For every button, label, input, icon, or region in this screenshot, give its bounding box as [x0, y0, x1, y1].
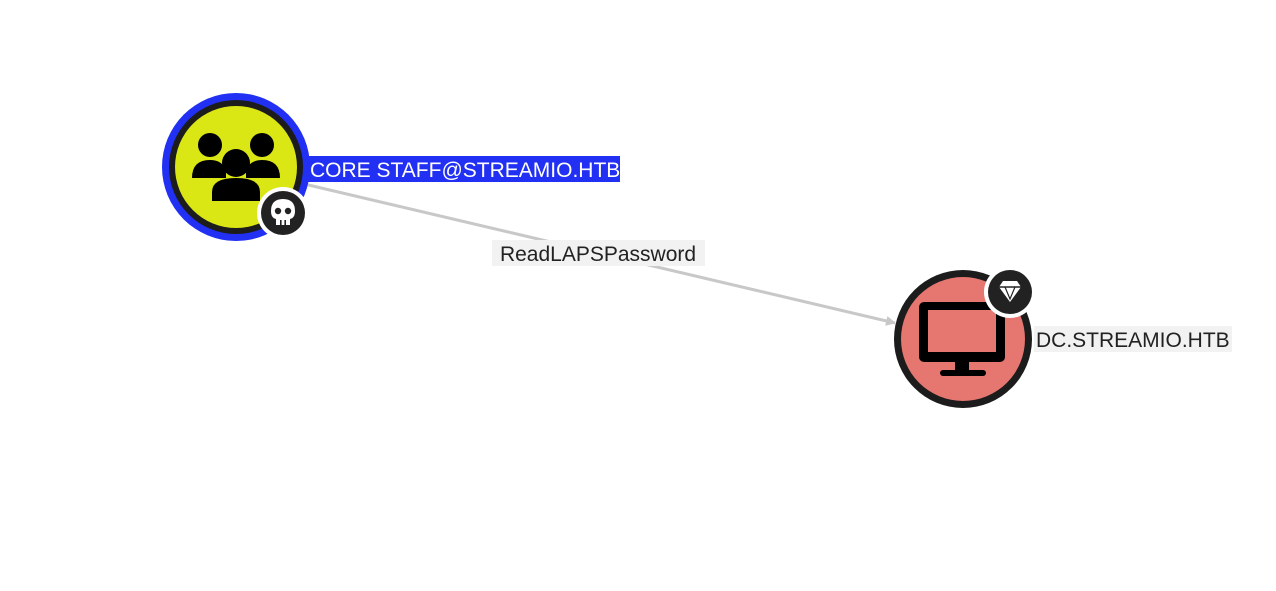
edge-label-background [492, 240, 705, 266]
node-label[interactable]: CORE STAFF@STREAMIO.HTB [310, 159, 620, 182]
node-dc-computer[interactable]: DC.STREAMIO.HTB [894, 266, 1232, 408]
edge-label[interactable]: ReadLAPSPassword [500, 243, 696, 266]
skull-badge [257, 187, 309, 239]
skull-icon [271, 199, 295, 225]
edge-read-laps-password[interactable]: ReadLAPSPassword [299, 181, 896, 326]
monitor-icon [919, 302, 1005, 376]
node-core-staff-group[interactable]: CORE STAFF@STREAMIO.HTB [162, 93, 620, 241]
node-label-background [1034, 326, 1232, 352]
gem-badge [984, 266, 1036, 318]
node-label[interactable]: DC.STREAMIO.HTB [1036, 329, 1230, 352]
gem-icon [999, 281, 1021, 302]
node-label-background [307, 156, 620, 182]
users-icon [192, 133, 280, 201]
